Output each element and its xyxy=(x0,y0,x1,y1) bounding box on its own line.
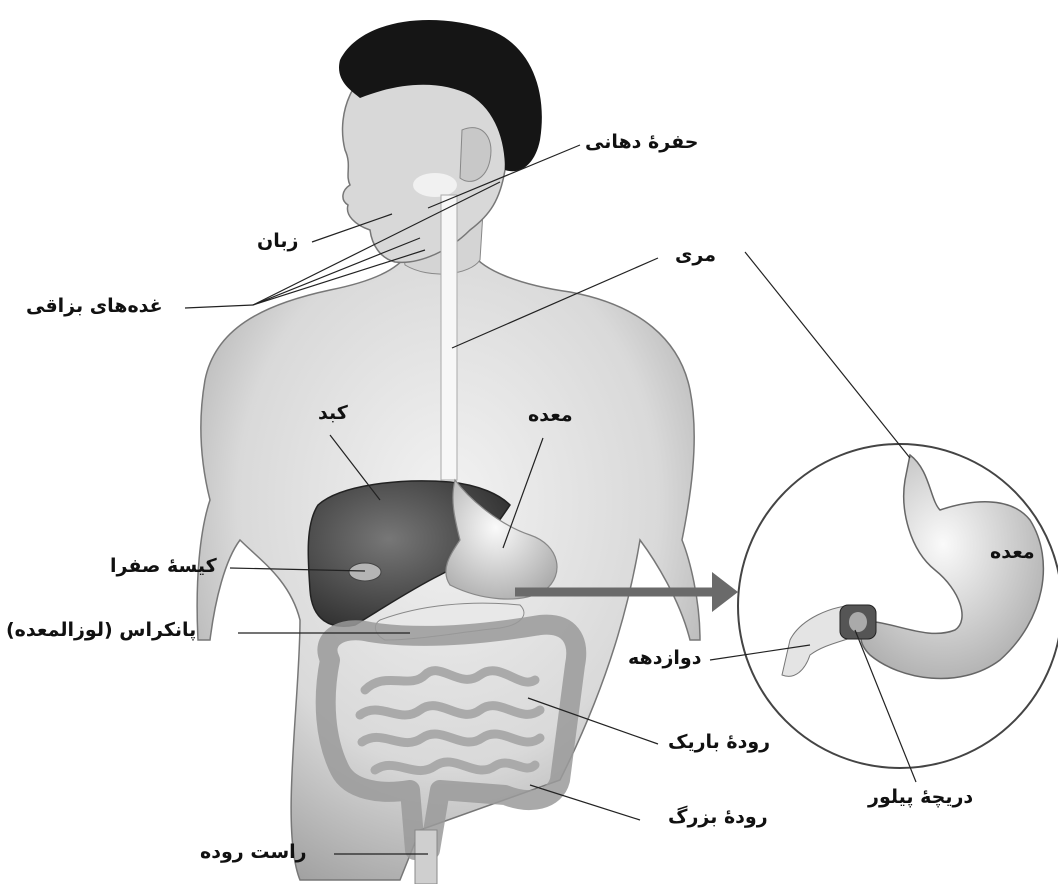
label-gallbladder: کیسهٔ صفرا xyxy=(110,557,217,576)
label-esophagus: مری xyxy=(675,246,716,265)
label-large-intestine: رودهٔ بزرگ xyxy=(668,808,768,827)
label-liver: کبد xyxy=(318,404,348,423)
label-salivary-glands: غده‌های بزاقی xyxy=(26,297,163,316)
label-inset-stomach: معده xyxy=(990,543,1035,562)
mouth-cavity xyxy=(413,173,457,197)
esophagus xyxy=(441,195,457,480)
leader-esophagus-inset xyxy=(745,252,910,458)
label-pyloric-valve: دریچهٔ پیلور xyxy=(868,788,973,807)
gallbladder xyxy=(349,563,381,581)
zoom-arrow-head xyxy=(712,572,738,612)
rectum xyxy=(415,830,437,884)
label-stomach: معده xyxy=(528,406,573,425)
label-mouth: حفرهٔ دهانی xyxy=(585,133,698,152)
label-rectum: راست روده xyxy=(200,843,307,862)
label-small-intestine: رودهٔ باریک xyxy=(668,733,770,752)
leader-salivary xyxy=(185,305,253,308)
label-duodenum: دوازدهه xyxy=(628,649,701,668)
label-tongue: زبان xyxy=(257,232,298,251)
label-pancreas: پانکراس (لوزالمعده) xyxy=(6,621,196,640)
